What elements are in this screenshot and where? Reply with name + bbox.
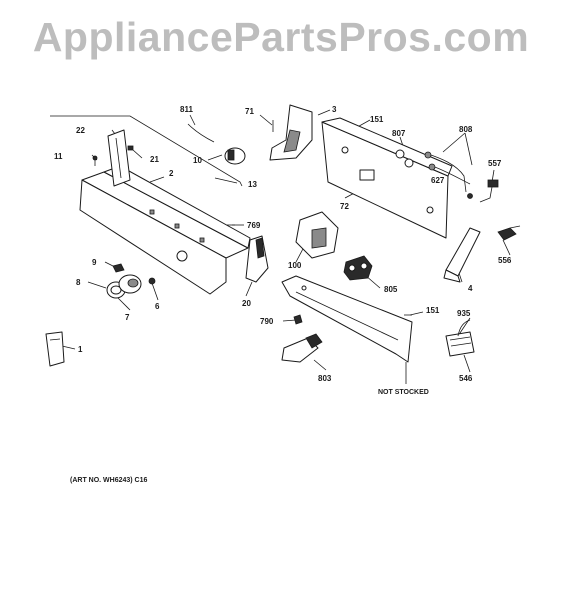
callout-72: 72 [340, 202, 349, 211]
callout-790: 790 [260, 317, 274, 326]
part-100-timer [295, 211, 339, 259]
callout-8: 8 [76, 278, 81, 287]
callout-803: 803 [318, 374, 332, 383]
callout-811: 811 [180, 105, 193, 114]
callout-805: 805 [384, 285, 398, 294]
callout-2: 2 [169, 169, 174, 178]
callout-labels: 811 71 3 151 807 808 22 21 11 10 2 13 55… [54, 105, 512, 484]
callout-9: 9 [92, 258, 97, 267]
part-13-rod [50, 115, 243, 187]
art-number-note: (ART NO. WH6243) C16 [70, 477, 148, 484]
callout-627: 627 [431, 176, 445, 185]
callout-100: 100 [288, 261, 302, 270]
part-21-clip [127, 145, 134, 151]
part-808-hoses [424, 151, 471, 193]
callout-807: 807 [392, 129, 406, 138]
callout-151-top: 151 [370, 115, 384, 124]
part-790-clip [293, 314, 303, 325]
part-10-switch [224, 147, 246, 165]
callout-13: 13 [248, 180, 257, 189]
part-627-plug [467, 193, 473, 199]
part-546-harness [445, 319, 475, 357]
callout-557: 557 [488, 159, 502, 168]
part-22-endcap [107, 129, 131, 187]
callout-3: 3 [332, 105, 337, 114]
part-811-hose [187, 123, 215, 143]
callout-22: 22 [76, 126, 85, 135]
callout-546: 546 [459, 374, 473, 383]
part-7-knob [118, 274, 142, 294]
part-6-spring [148, 277, 156, 285]
part-11-screw [92, 155, 98, 166]
callout-151-bottom: 151 [426, 306, 440, 315]
callout-10: 10 [193, 156, 202, 165]
callout-935: 935 [457, 309, 471, 318]
callout-21: 21 [150, 155, 159, 164]
callout-556: 556 [498, 256, 512, 265]
callout-71: 71 [245, 107, 254, 116]
part-1-manual [45, 331, 65, 367]
callout-11: 11 [54, 152, 63, 161]
part-9-clip [112, 263, 125, 273]
callout-20: 20 [242, 299, 251, 308]
watermark-text: AppliancePartsPros.com [32, 14, 530, 60]
callout-6: 6 [155, 302, 160, 311]
part-556-connector [497, 225, 521, 241]
part-72-rear-panel [321, 117, 453, 239]
part-805-valve [343, 255, 373, 281]
part-807-washers [395, 149, 414, 168]
part-20-endcap [245, 235, 269, 283]
part-3-bracket [269, 104, 313, 161]
part-4-endcap [443, 227, 481, 283]
callout-769: 769 [247, 221, 261, 230]
callout-1: 1 [78, 345, 83, 354]
callout-4: 4 [468, 284, 473, 293]
callout-7: 7 [125, 313, 130, 322]
part-2-control-panel [79, 165, 251, 295]
part-557-cord [479, 179, 499, 203]
part-803-bracket [281, 333, 323, 363]
not-stocked-label: NOT STOCKED [378, 389, 429, 396]
part-bottom-panel [281, 275, 413, 363]
callout-808: 808 [459, 125, 473, 134]
